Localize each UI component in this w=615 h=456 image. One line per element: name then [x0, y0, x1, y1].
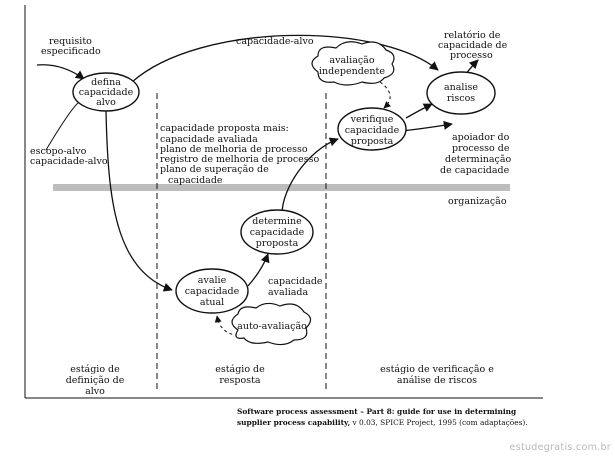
node-verifique-line-3: proposta — [351, 136, 394, 147]
arrow-verifique-to-analise — [405, 103, 433, 119]
node-defina-capacidade-alvo — [72, 72, 140, 112]
stage-resposta-line-2: resposta — [219, 375, 261, 386]
input-requisito-line-2: especificado — [41, 46, 101, 57]
arrow-determine-to-verifique — [281, 137, 339, 215]
node-verifique-line-1: verifique — [350, 114, 394, 125]
node-avalie-line-2: capacidade — [185, 286, 240, 297]
node-determine-line-2: capacidade — [250, 227, 305, 238]
node-verifique-line-2: capacidade — [345, 125, 400, 136]
arrow-top-arc — [131, 34, 439, 83]
node-defina-line-3: alvo — [96, 97, 116, 108]
node-determine-line-3: proposta — [256, 238, 299, 249]
stage-resposta-line-1: estágio de — [215, 364, 265, 375]
proposta-list-line-3: plano de melhoria de processo — [160, 144, 308, 155]
cloud-auto-avaliacao-text: auto-avaliação — [237, 321, 307, 332]
input-escopo-line-1: escopo-alvo — [30, 146, 87, 157]
node-analise-line-1: analise — [444, 82, 478, 93]
output-apoiador-line-2: processo de — [452, 143, 510, 154]
output-apoiador-line-4: de capacidade — [440, 165, 510, 176]
label-top-arc: capacidade-alvo — [236, 36, 314, 47]
cloud-avaliacao-line-1: avaliação — [329, 55, 374, 66]
node-avalie-capacidade-atual — [175, 268, 249, 314]
input-escopo-line-2: capacidade-alvo — [30, 156, 108, 167]
output-relatorio-line-2: capacidade de — [438, 40, 508, 51]
arrow-requisito-to-defina — [36, 64, 85, 80]
stage-definicao-line-1: estágio de — [70, 364, 120, 375]
arrow-defina-to-avalie — [105, 110, 173, 292]
node-verifique-capacidade-proposta — [337, 107, 407, 151]
arrow-avalie-to-determine — [247, 253, 270, 287]
node-determine-line-1: determine — [252, 216, 302, 227]
output-relatorio-line-1: relatório de — [444, 30, 501, 41]
watermark: estudegratis.com.br — [509, 442, 611, 453]
node-defina-line-2: capacidade — [79, 87, 134, 98]
node-avalie-line-3: atual — [200, 297, 224, 308]
stage-verificacao-line-2: análise de riscos — [397, 375, 477, 386]
input-requisito-line-1: requisito — [49, 36, 92, 47]
node-avalie-line-1: avalie — [198, 275, 227, 286]
output-organizacao: organização — [448, 196, 507, 207]
output-apoiador-line-1: apoiador do — [452, 132, 510, 143]
cloud-avaliacao-independente — [311, 41, 395, 86]
arrow-escopo-to-defina — [45, 102, 79, 151]
caption-title: Software process assessment – Part 8: gu… — [237, 407, 517, 427]
figure-caption: Software process assessment – Part 8: gu… — [237, 406, 547, 428]
proposta-list-line-2: capacidade avaliada — [160, 134, 258, 145]
arrow-verifique-to-apoiador — [401, 120, 453, 132]
cloud-avaliacao-line-2: independente — [319, 66, 385, 77]
node-determine-capacidade-proposta — [240, 209, 314, 255]
node-analise-line-2: riscos — [447, 93, 475, 104]
label-capacidade-avaliada-2: avaliada — [268, 287, 309, 298]
output-relatorio-line-3: processo — [450, 50, 493, 61]
node-analise-riscos — [426, 71, 496, 115]
label-capacidade-avaliada-1: capacidade — [268, 276, 323, 287]
stage-definicao-line-2: definição de — [66, 375, 125, 386]
stage-definicao-line-3: alvo — [85, 386, 105, 397]
output-apoiador-line-3: determinação — [445, 154, 511, 165]
stage-verificacao-line-1: estágio de verificação e — [380, 364, 494, 375]
organization-band — [53, 184, 510, 191]
proposta-list-line-1: capacidade proposta mais: — [160, 123, 289, 134]
proposta-list-line-5: plano de superação de — [160, 164, 269, 175]
caption-rest: v 0.03, SPICE Project, 1995 (com adaptaç… — [350, 418, 528, 427]
cloud-auto-avaliacao — [231, 302, 312, 346]
proposta-list-line-6: capacidade — [168, 175, 223, 186]
proposta-list-line-4: registro de melhoria de processo — [160, 154, 320, 165]
dashed-arrow-avaliacao — [379, 81, 391, 109]
node-defina-line-1: defina — [91, 77, 121, 88]
